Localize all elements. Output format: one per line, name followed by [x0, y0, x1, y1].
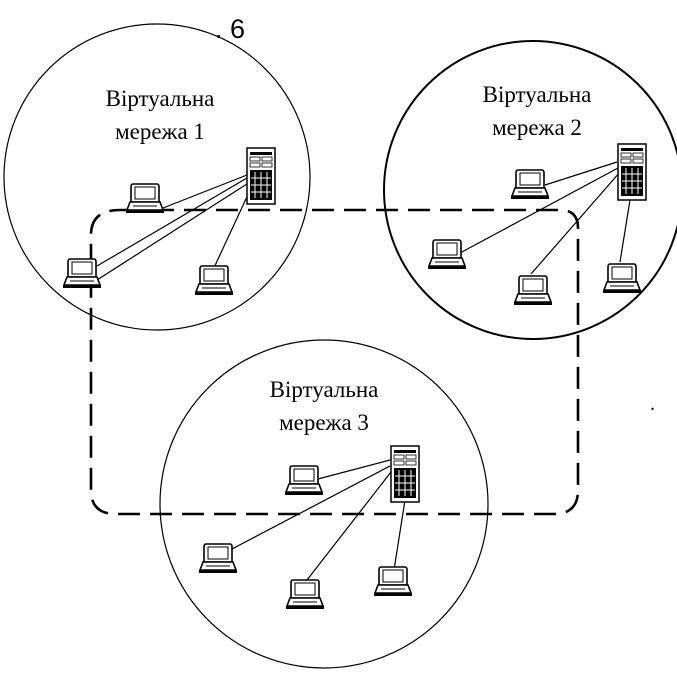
laptop-icon: [602, 263, 642, 294]
laptop-icon: [284, 465, 324, 496]
laptop-icon: [285, 579, 325, 610]
laptop-icon: [513, 275, 553, 306]
network-3-label: Віртуальна мережа 3: [270, 377, 379, 435]
figure-number: . 6: [215, 14, 245, 44]
network-2-label-line2: мережа 2: [492, 115, 582, 140]
network-1-label-line1: Віртуальна: [106, 86, 215, 111]
server-icon: [617, 143, 647, 201]
network-1-links: [96, 174, 253, 281]
server-icon: [390, 445, 420, 503]
virtual-network-1-boundary: [3, 23, 311, 331]
network-2-label-line1: Віртуальна: [483, 82, 592, 107]
dashed-group-boundary: [89, 208, 580, 516]
virtual-network-2-boundary: [383, 40, 677, 340]
laptop-icon: [198, 543, 238, 574]
network-3-links: [231, 459, 406, 581]
laptop-icon: [427, 239, 467, 270]
network-2-links: [459, 161, 631, 275]
virtual-network-3-boundary: [159, 339, 489, 669]
laptop-icon: [194, 265, 234, 296]
network-3-label-line1: Віртуальна: [270, 377, 379, 402]
server-icon: [246, 147, 276, 205]
laptop-icon: [510, 169, 550, 200]
laptop-icon: [62, 258, 102, 289]
stray-dot-mark: .: [650, 393, 655, 415]
laptop-icon: [125, 183, 165, 214]
laptop-icon: [373, 566, 413, 597]
network-2-label: Віртуальна мережа 2: [483, 82, 592, 140]
network-1-label-line2: мережа 1: [115, 119, 205, 144]
network-1-label: Віртуальна мережа 1: [106, 86, 215, 144]
network-3-label-line2: мережа 3: [279, 410, 369, 435]
